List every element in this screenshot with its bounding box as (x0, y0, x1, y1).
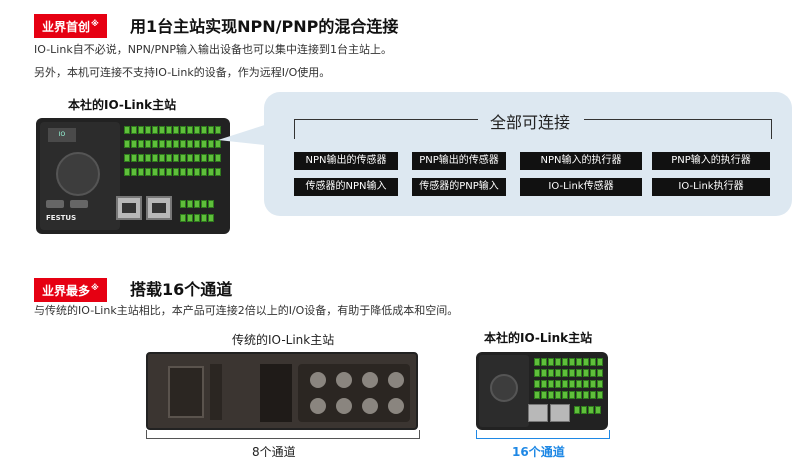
device-caption: 本社的IO-Link主站 (68, 98, 177, 112)
ethernet-port-2 (146, 196, 172, 220)
our-master-caption: 本社的IO-Link主站 (484, 331, 593, 345)
chip-io-link-actuator: IO-Link执行器 (652, 178, 770, 196)
badge-industry-first: 业界首创※ (34, 14, 107, 38)
chip-npn-output-sensor: NPN输出的传感器 (294, 152, 398, 170)
device-display: IO (48, 128, 76, 142)
badge-industry-most: 业界最多※ (34, 278, 107, 302)
callout-pointer (218, 122, 274, 146)
callout-title: 全部可连接 (490, 113, 571, 132)
our-channel-count: 16个通道 (512, 445, 565, 459)
chip-sensor-npn-input: 传感器的NPN输入 (294, 178, 398, 196)
device-brand: FESTUS (46, 214, 77, 222)
section2-text-line1: 与传统的IO-Link主站相比，本产品可连接2倍以上的I/O设备，有助于降低成本… (34, 304, 459, 317)
traditional-channel-count: 8个通道 (252, 445, 296, 459)
chip-pnp-input-actuator: PNP输入的执行器 (652, 152, 770, 170)
section1-headline: 用1台主站实现NPN/PNP的混合连接 (130, 17, 399, 36)
traditional-master-image (146, 352, 418, 430)
chip-sensor-pnp-input: 传感器的PNP输入 (412, 178, 506, 196)
our-master-image (476, 352, 608, 430)
io-link-master-device-image: IO FESTUS (36, 118, 230, 234)
traditional-master-caption: 传统的IO-Link主站 (232, 333, 335, 347)
device-dial (56, 152, 100, 196)
chip-io-link-sensor: IO-Link传感器 (520, 178, 642, 196)
chip-pnp-output-sensor: PNP输出的传感器 (412, 152, 506, 170)
chip-npn-input-actuator: NPN输入的执行器 (520, 152, 642, 170)
ethernet-port-1 (116, 196, 142, 220)
section2-headline: 搭载16个通道 (130, 280, 233, 299)
section1-text-line2: 另外，本机可连接不支持IO-Link的设备，作为远程I/O使用。 (34, 66, 331, 79)
section1-text-line1: IO-Link自不必说，NPN/PNP输入输出设备也可以集中连接到1台主站上。 (34, 43, 392, 56)
